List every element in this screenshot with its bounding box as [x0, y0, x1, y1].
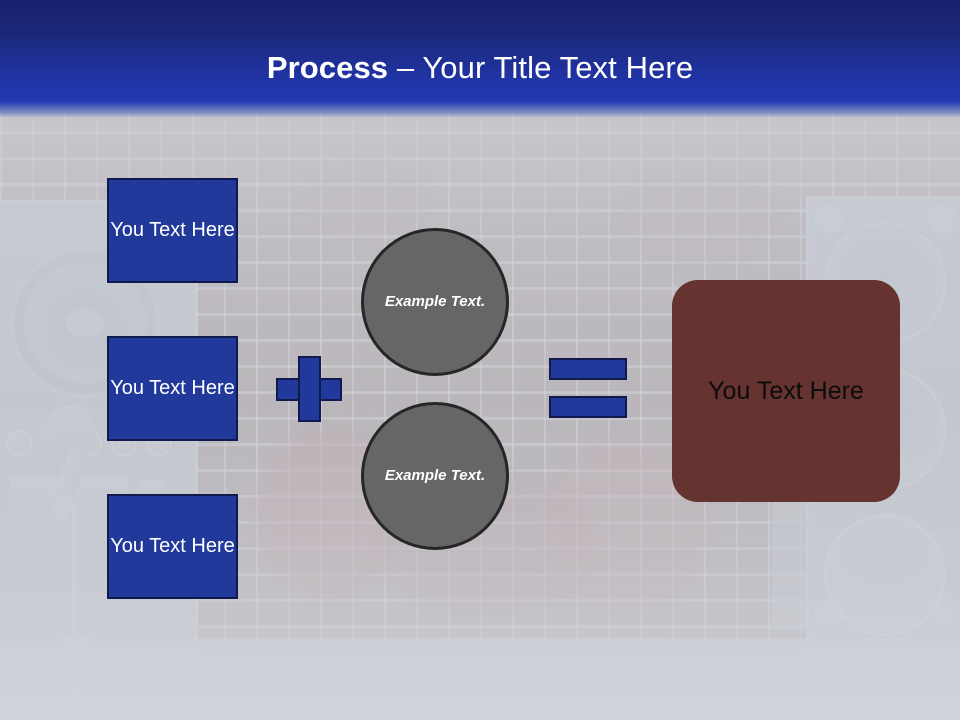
page-title: Process – Your Title Text Here: [0, 52, 960, 83]
input-box-2[interactable]: You Text Here: [107, 336, 238, 441]
page-title-strong: Process: [266, 50, 389, 85]
result-box[interactable]: You Text Here: [672, 280, 900, 502]
plus-vertical-bar: [298, 356, 321, 422]
input-box-2-label: You Text Here: [110, 377, 235, 399]
equals-top-bar: [549, 358, 627, 380]
equals-bottom-bar: [549, 396, 627, 418]
input-box-1[interactable]: You Text Here: [107, 178, 238, 283]
page-title-rest: – Your Title Text Here: [388, 50, 694, 85]
equals-operator-icon: [549, 358, 627, 418]
example-circle-1-label: Example Text.: [384, 292, 486, 310]
slide-header-band: [0, 0, 960, 118]
example-circle-1[interactable]: Example Text.: [361, 228, 509, 376]
input-box-3-label: You Text Here: [110, 535, 235, 557]
example-circle-2-label: Example Text.: [384, 466, 486, 484]
result-box-label: You Text Here: [708, 376, 864, 405]
input-box-1-label: You Text Here: [110, 219, 235, 241]
plus-operator-icon: [276, 356, 342, 422]
input-box-3[interactable]: You Text Here: [107, 494, 238, 599]
example-circle-2[interactable]: Example Text.: [361, 402, 509, 550]
